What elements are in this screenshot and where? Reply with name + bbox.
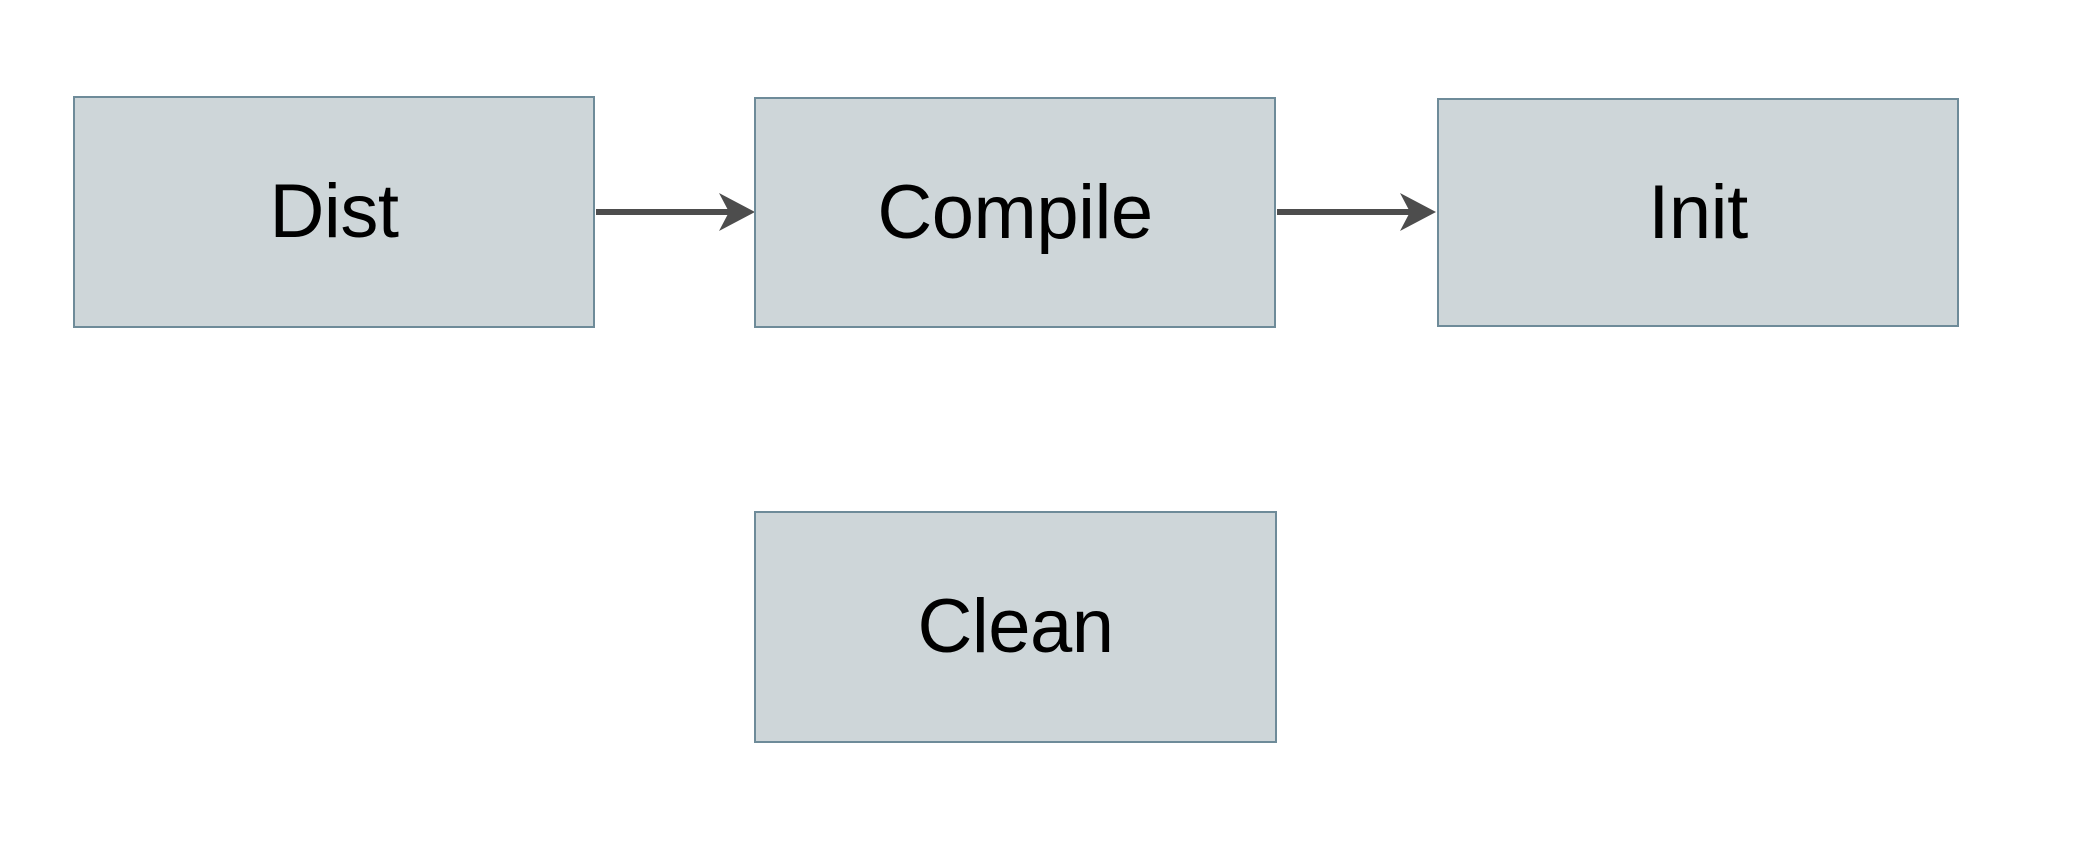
node-label: Init (1648, 169, 1748, 255)
node-label: Clean (917, 584, 1114, 669)
arrowhead-icon (1400, 193, 1436, 231)
node-dist[interactable]: Dist (73, 96, 595, 328)
edge-compile-to-init (1277, 193, 1436, 231)
edge-dist-to-compile (596, 193, 755, 231)
arrowhead-icon (719, 193, 755, 231)
node-compile[interactable]: Compile (754, 97, 1276, 328)
node-label: Compile (877, 169, 1153, 255)
node-label: Dist (269, 169, 399, 254)
node-clean[interactable]: Clean (754, 511, 1277, 743)
node-init[interactable]: Init (1437, 98, 1959, 327)
